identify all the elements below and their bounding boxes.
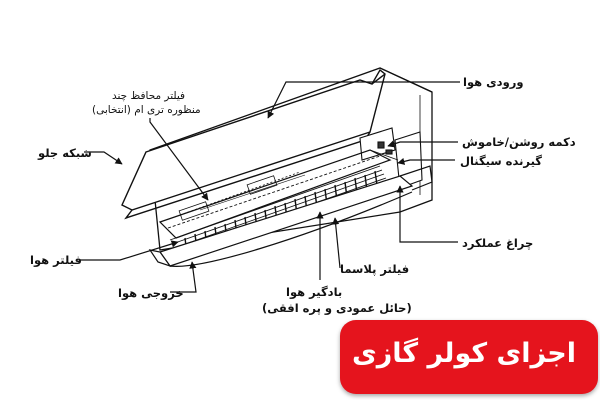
label-plasma-filter: فیلتر پلاسما bbox=[340, 262, 410, 276]
title-banner: اجزای کولر گازی bbox=[340, 320, 598, 394]
label-multipurpose-filter-line2: منظوره تری ام (انتخابی) bbox=[92, 104, 201, 116]
banner-title: اجزای کولر گازی bbox=[351, 338, 576, 369]
label-louver-line2: (حائل عمودی و پره افقی) bbox=[262, 301, 412, 315]
label-power-button: دکمه روشن/خاموش bbox=[462, 135, 576, 149]
filter-frame bbox=[158, 149, 392, 239]
label-signal-receiver: گیرنده سیگنال bbox=[460, 154, 542, 168]
label-air-inlet: ورودی هوا bbox=[463, 75, 524, 89]
label-indicator-lamp: چراغ عملکرد bbox=[462, 236, 534, 250]
outlet-louver bbox=[148, 165, 433, 268]
label-air-outlet: خروجی هوا bbox=[118, 286, 184, 300]
label-air-filter: فیلتر هوا bbox=[30, 253, 82, 267]
label-louver-line1: بادگیر هوا bbox=[286, 285, 343, 299]
label-front-grille: شبکه جلو bbox=[38, 146, 92, 160]
leader-lines bbox=[80, 81, 460, 293]
label-multipurpose-filter-line1: فیلتر محافظ چند bbox=[112, 90, 186, 102]
